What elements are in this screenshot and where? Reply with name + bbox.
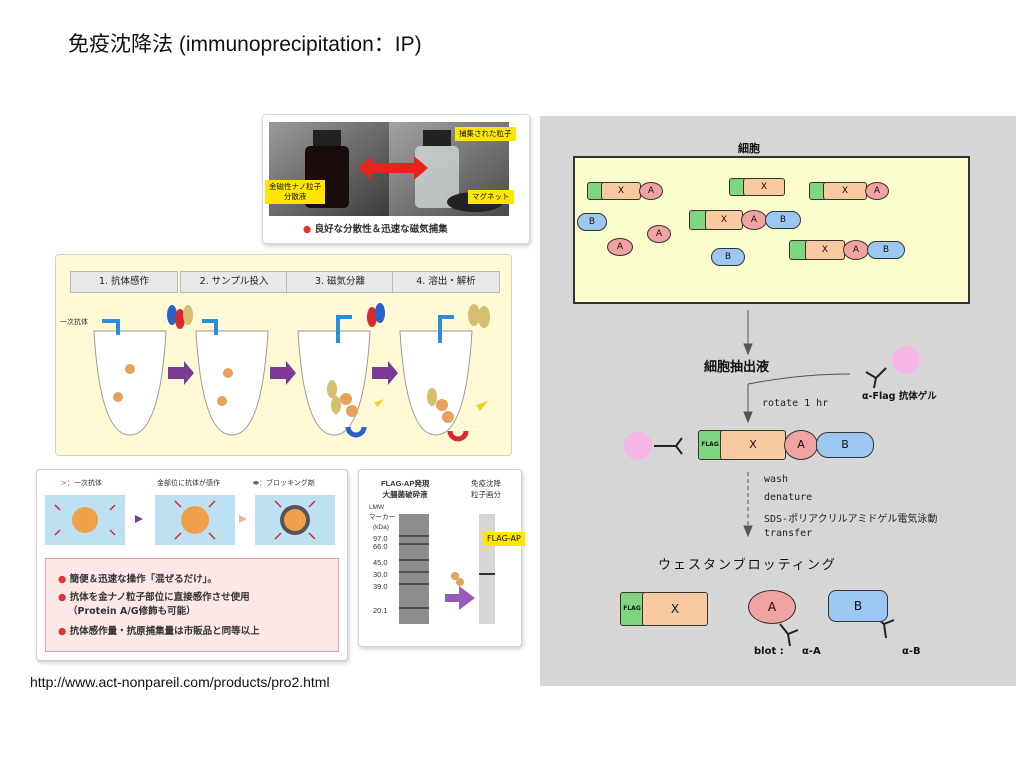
extract-label: 細胞抽出液 (704, 360, 770, 375)
ip-process-diagram (93, 303, 490, 442)
step-wash: wash (764, 474, 789, 485)
step-2: 2. サンプル投入 (180, 271, 288, 293)
flow-arrows (624, 310, 920, 647)
step-4: 4. 溶出・解析 (392, 271, 500, 293)
bullet-2: ● 抗体を金ナノ粒子部位に直接感作させ使用 (58, 592, 250, 603)
gel-marker-3: 45.0 (373, 558, 388, 567)
complex-a: A (784, 430, 818, 460)
primary-antibody-label: 一次抗体 (60, 318, 88, 326)
step-transfer: transfer (764, 528, 813, 539)
source-url[interactable]: http://www.act-nonpareil.com/products/pr… (30, 674, 330, 690)
protein-b: B (711, 248, 745, 266)
complex-flag: FLAG (698, 430, 722, 460)
protein-a: A (639, 182, 663, 200)
gel-marker-5: 39.0 (373, 582, 388, 591)
protein-a: A (647, 225, 671, 243)
magnet-tag: マグネット (468, 190, 514, 204)
double-arrow-icon (358, 156, 428, 180)
tile-blocked (255, 495, 335, 545)
gel-lane1-title: FLAG-AP発現 大腸菌破砕液 (381, 479, 430, 499)
title-japanese: 免疫沈降法 (68, 32, 173, 56)
bullet-2-note: （Protein A/G修飾も可能） (68, 606, 196, 617)
photo-panel: 金磁性ナノ粒子 分散液 捕集された粒子 マグネット ● 良好な分散性＆迅速な磁気… (262, 114, 530, 244)
step-denature: denature (764, 492, 813, 503)
legend-blocking: ⬬：ブロッキング剤 (253, 479, 315, 487)
steps-panel: 1. 抗体感作 2. サンプル投入 3. 磁気分離 4. 溶出・解析 一次抗体 (55, 254, 512, 456)
dispersion-tag: 金磁性ナノ粒子 分散液 (265, 180, 326, 204)
gel-image (399, 514, 495, 624)
western-diagram: 細胞 X A B A A X X A B B X A X A B (540, 116, 1016, 686)
complex-b: B (816, 432, 874, 458)
step-sds: SDS-ポリアクリルアミドゲル電気泳動 (764, 514, 938, 525)
alpha-a-label: α-A (802, 646, 821, 657)
bullet-3: ● 抗体感作量・抗原捕集量は市販品と同等以上 (58, 626, 260, 637)
cell-box: X A B A A X X A B B X A X A B (573, 156, 970, 304)
protein-a: A (865, 182, 889, 200)
legend-antibody: ≻：一次抗体 (61, 479, 102, 487)
features-box: ● 簡便＆迅速な操作「混ぜるだけ」。 ● 抗体を金ナノ粒子部位に直接感作させ使用… (45, 558, 339, 652)
step-1: 1. 抗体感作 (70, 271, 178, 293)
page-title: 免疫沈降法 (immunoprecipitation：IP) (68, 28, 422, 58)
protein-b: B (867, 241, 905, 259)
tile-antibody (45, 495, 125, 545)
gel-lane2-title: 免疫沈降 粒子画分 (471, 479, 501, 499)
title-english: (immunoprecipitation：IP) (173, 33, 422, 56)
gel-marker-2: 66.0 (373, 542, 388, 551)
gel-marker-1: 97.0 (373, 534, 388, 543)
antibody-coating-panel: ≻：一次抗体 金部位に抗体が感作 ⬬：ブロッキング剤 ● 簡便＆迅速な操作「混ぜ… (36, 469, 348, 661)
rotate-label: rotate 1 hr (762, 398, 829, 409)
gel-label: α-Flag 抗体ゲル (862, 391, 937, 402)
captured-tag: 捕集された粒子 (455, 127, 516, 141)
flag-ap-tag: FLAG-AP (483, 532, 525, 546)
blot-a: A (748, 590, 796, 624)
blot-b: B (828, 590, 888, 622)
bullet-1: ● 簡便＆迅速な操作「混ぜるだけ」。 (58, 574, 217, 585)
gel-marker-4: 30.0 (373, 570, 388, 579)
tile-arrows (135, 515, 247, 523)
blot-x: X (642, 592, 708, 626)
legend-gold: 金部位に抗体が感作 (157, 479, 220, 487)
complex-x: X (720, 430, 786, 460)
gel-panel: FLAG-AP発現 大腸菌破砕液 免疫沈降 粒子画分 LMW マーカー (kDa… (358, 469, 525, 647)
blot-label: blot : (754, 646, 784, 657)
protein-b: B (577, 213, 607, 231)
protein-a: A (607, 238, 633, 256)
tile-gold-coated (155, 495, 235, 545)
protein-x: X (743, 178, 785, 196)
gel-unit: (kDa) (373, 524, 389, 531)
step-3: 3. 磁気分離 (286, 271, 394, 293)
gel-marker-6: 20.1 (373, 606, 388, 615)
photo-caption: ● 良好な分散性＆迅速な磁気捕集 (303, 224, 448, 235)
gel-lmw-label: LMW マーカー (369, 504, 395, 521)
cell-label: 細胞 (738, 142, 760, 155)
protein-b: B (765, 211, 801, 229)
blot-flag: FLAG (620, 592, 644, 626)
alpha-b-label: α-B (902, 646, 921, 657)
western-label: ウェスタンブロッティング (658, 558, 837, 573)
